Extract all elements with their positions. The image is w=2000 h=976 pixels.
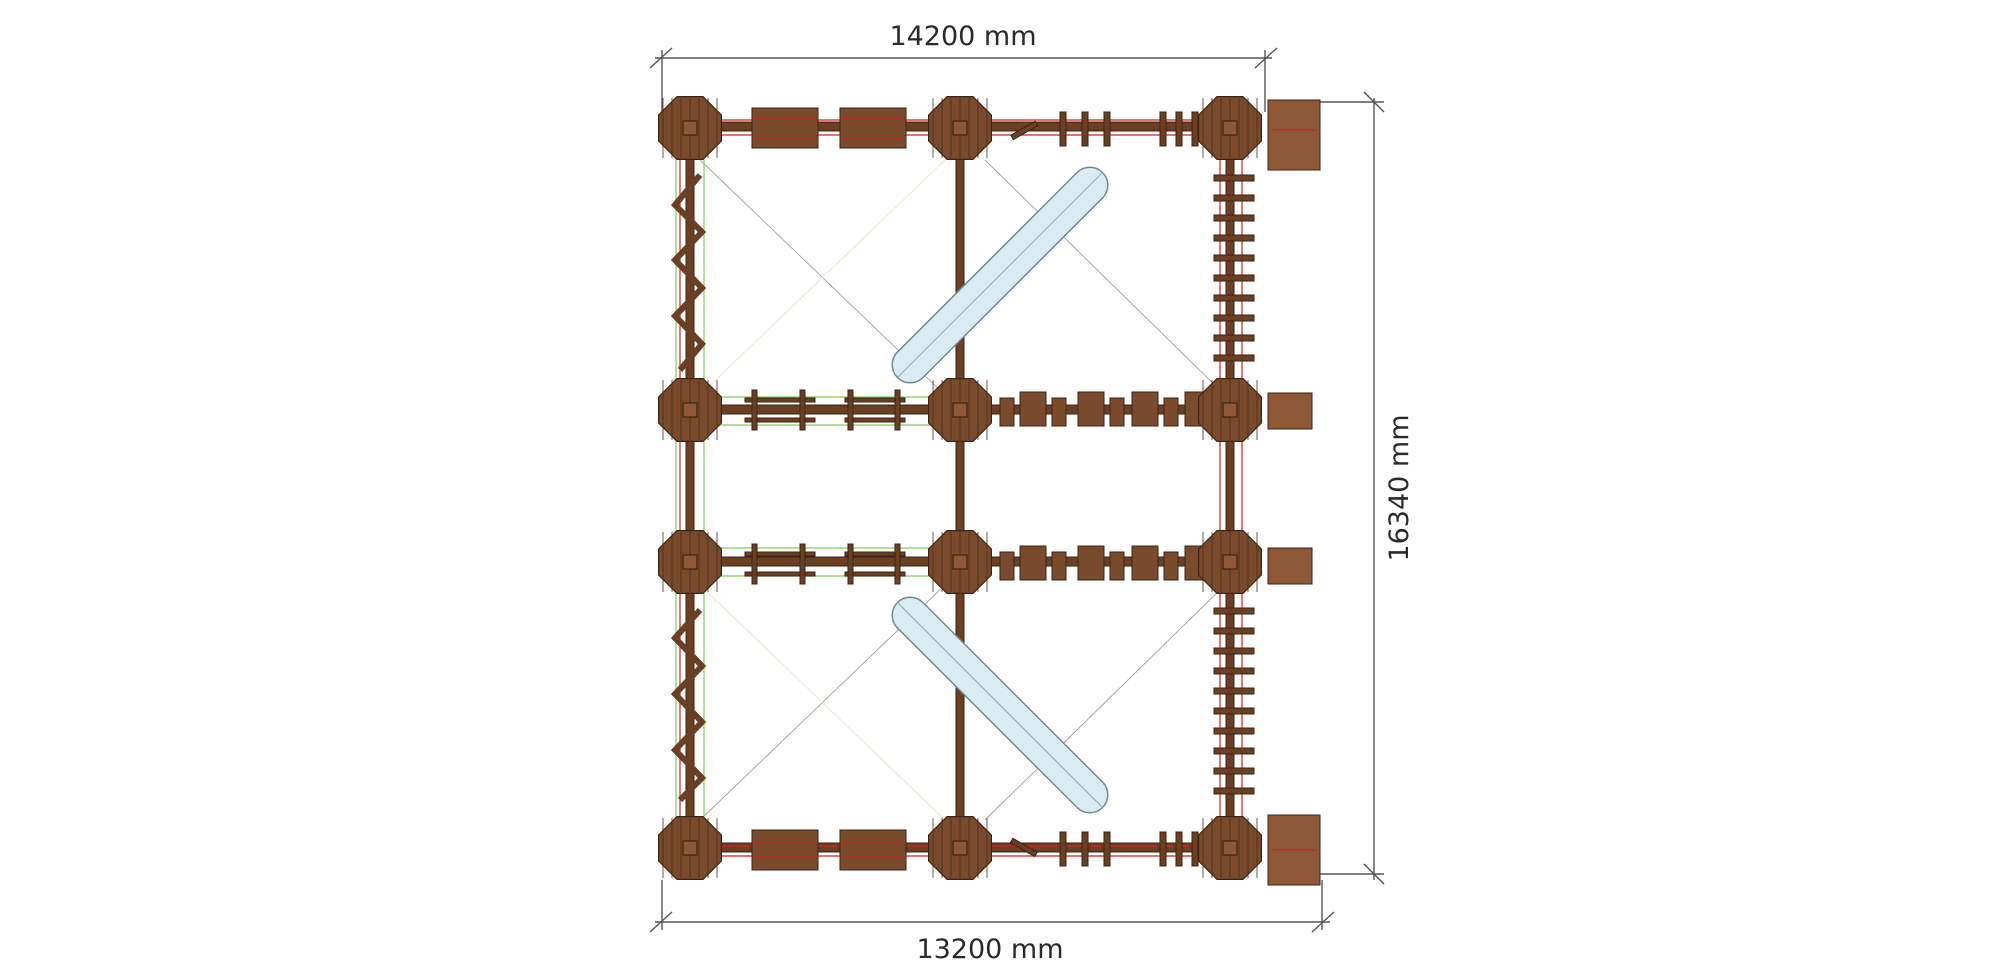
tower-platform — [927, 378, 993, 442]
dimension-bottom-label: 13200 mm — [916, 934, 1063, 965]
tower-platform — [1197, 95, 1263, 160]
tower-platform — [1197, 529, 1263, 595]
right-side-platforms — [1267, 99, 1321, 886]
bottom-plank-bridge — [751, 829, 907, 871]
middle-block-bridges — [999, 391, 1208, 581]
dimension-bottom — [649, 880, 1335, 933]
tower-platform — [657, 815, 723, 881]
octagon-towers — [657, 95, 1263, 881]
tower-platform — [927, 529, 993, 595]
bottom-rung-bridge — [1009, 831, 1199, 867]
tower-platform — [1197, 378, 1263, 442]
dimension-right-label: 16340 mm — [1384, 414, 1415, 561]
dimension-right — [1320, 91, 1385, 885]
tower-platform — [657, 95, 723, 160]
frame-beams — [684, 121, 1246, 853]
left-zigzag-climbers — [670, 173, 707, 803]
dimension-top-label: 14200 mm — [889, 21, 1036, 52]
right-ladder-bridges — [1213, 174, 1255, 795]
tube-slide-upper — [891, 166, 1109, 384]
tube-slide-lower — [891, 596, 1109, 814]
tower-platform — [927, 815, 993, 881]
dimension-top — [649, 47, 1278, 112]
middle-rail-bridges — [744, 389, 906, 585]
tower-platform — [927, 95, 993, 160]
top-plank-bridge — [751, 107, 907, 149]
guide-lines — [699, 159, 1226, 821]
tower-platform — [1197, 815, 1263, 881]
tower-platform — [657, 378, 723, 442]
top-rung-bridge — [1010, 111, 1199, 147]
tower-platform — [657, 529, 723, 595]
